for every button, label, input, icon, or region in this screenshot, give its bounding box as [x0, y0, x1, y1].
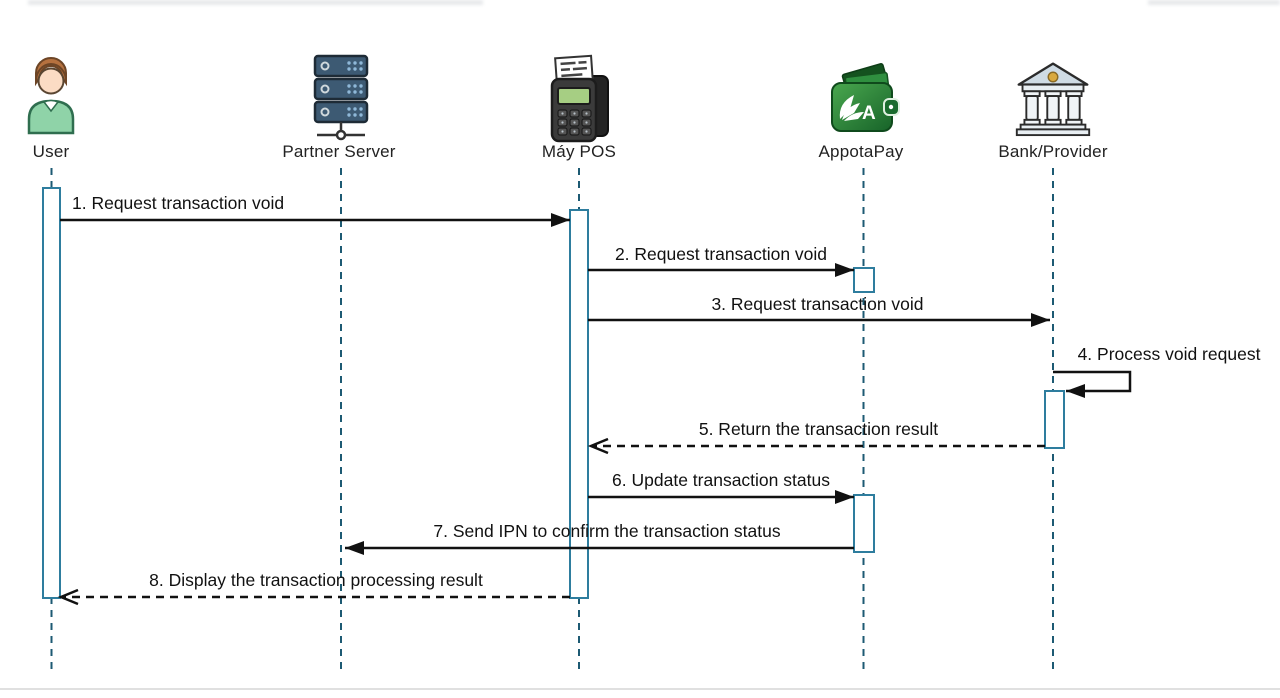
- bottom-crop-rule: [0, 688, 1280, 690]
- activation-bank: [1044, 390, 1065, 449]
- bank-building-icon: [1015, 62, 1091, 137]
- arrowhead-msg-5-open: [587, 437, 609, 455]
- activation-may-pos: [569, 209, 589, 599]
- msg-label-7: 7. Send IPN to confirm the transaction s…: [433, 521, 781, 541]
- actor-appotapay: A: [826, 63, 902, 135]
- pos-terminal-icon: [550, 54, 609, 143]
- actor-label-partner-server: Partner Server: [282, 142, 396, 161]
- msg-label-5: 5. Return the transaction result: [698, 419, 939, 439]
- activations: [42, 187, 1065, 599]
- top-crop-artifact-left: [28, 0, 483, 5]
- msg-label-1: 1. Request transaction void: [72, 193, 285, 213]
- activation-appotapay-2: [853, 494, 875, 553]
- svg-text:A: A: [862, 103, 876, 124]
- arrowhead-msg-8-open: [57, 588, 79, 606]
- msg-label-3: 3. Request transaction void: [711, 294, 924, 314]
- wallet-icon: A: [831, 63, 900, 132]
- actor-bank-provider: [1013, 57, 1093, 137]
- actor-may-pos: [546, 52, 612, 144]
- msg-label-8: 8. Display the transaction processing re…: [149, 570, 483, 590]
- top-crop-artifact-right: [1148, 0, 1280, 5]
- actor-partner-server: [301, 52, 381, 144]
- activation-user: [42, 187, 61, 599]
- server-stack-icon: [313, 54, 369, 141]
- msg-label-2: 2. Request transaction void: [614, 244, 828, 264]
- arrow-msg-4-self: [1053, 370, 1132, 398]
- actor-label-appotapay: AppotaPay: [818, 142, 904, 161]
- user-person-icon: [27, 57, 75, 135]
- msg-label-4: 4. Process void request: [1077, 344, 1261, 364]
- actor-label-user: User: [32, 142, 70, 161]
- actor-label-may-pos: Máy POS: [541, 142, 617, 161]
- activation-appotapay-1: [853, 267, 875, 293]
- msg-label-6: 6. Update transaction status: [612, 470, 830, 490]
- actor-label-bank-provider: Bank/Provider: [998, 142, 1108, 161]
- actor-user: [22, 57, 80, 137]
